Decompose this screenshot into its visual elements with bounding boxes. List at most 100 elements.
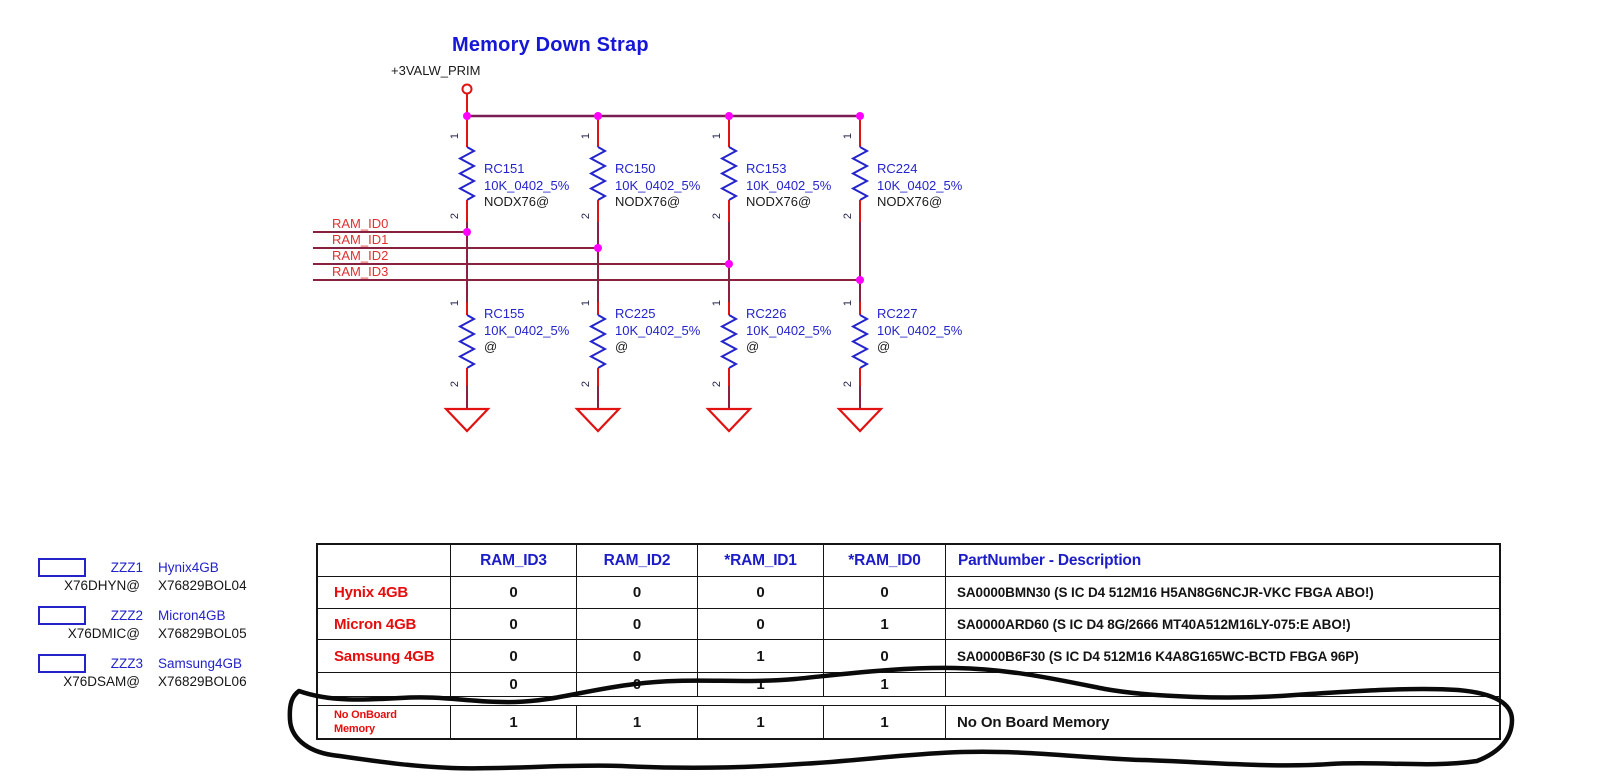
resistor-note: NODX76@ bbox=[746, 194, 812, 209]
table-row: 0 0 1 1 bbox=[318, 673, 1499, 697]
ram-id-strap-table: RAM_ID3 RAM_ID2 *RAM_ID1 *RAM_ID0 PartNu… bbox=[316, 543, 1501, 740]
resistor-label: RC155 10K_0402_5% @ bbox=[484, 306, 594, 356]
resistor-refdes: RC153 bbox=[746, 161, 787, 176]
ground-icon bbox=[705, 407, 753, 433]
resistor-value: 10K_0402_5% bbox=[484, 177, 570, 193]
pin-number: 1 bbox=[711, 133, 723, 139]
component-box-icon bbox=[38, 606, 86, 625]
junction-dot bbox=[463, 112, 471, 120]
cell-value: 1 bbox=[824, 673, 946, 696]
legend-ref-part: X76DMIC@ bbox=[67, 626, 140, 641]
column-header: PartNumber - Description bbox=[958, 551, 1141, 569]
cell-value: 0 bbox=[577, 577, 698, 608]
net-label-ram-id2: RAM_ID2 bbox=[332, 248, 389, 263]
resistor-refdes: RC224 bbox=[877, 161, 918, 176]
pin-number: 2 bbox=[711, 213, 723, 219]
legend-ref-part: X76DSAM@ bbox=[63, 674, 140, 689]
junction-dot bbox=[463, 228, 471, 236]
resistor-symbol bbox=[850, 146, 870, 201]
table-row: Hynix 4GB 0 0 0 0 SA0000BMN30 (S IC D4 5… bbox=[318, 577, 1499, 609]
pin-number: 1 bbox=[842, 133, 854, 139]
legend-part-number: X76829BOL04 bbox=[158, 578, 247, 593]
resistor-column-3: 1 2 1 2 bbox=[705, 112, 753, 433]
cell-value: 0 bbox=[577, 640, 698, 672]
cell-description: SA0000ARD60 (S IC D4 8G/2666 MT40A512M16… bbox=[957, 616, 1351, 632]
junction-dot bbox=[594, 244, 602, 252]
resistor-label: RC151 10K_0402_5% NODX76@ bbox=[484, 161, 594, 211]
cell-value: 1 bbox=[824, 609, 946, 639]
resistor-refdes: RC151 bbox=[484, 161, 525, 176]
net-label-ram-id3: RAM_ID3 bbox=[332, 264, 389, 279]
cell-description: No On Board Memory bbox=[957, 713, 1110, 731]
cell-value: 1 bbox=[577, 706, 698, 738]
resistor-value: 10K_0402_5% bbox=[615, 322, 701, 338]
resistor-note: NODX76@ bbox=[615, 194, 681, 209]
legend-refdes: ZZZ3 bbox=[110, 656, 143, 671]
resistor-symbol bbox=[850, 314, 870, 369]
resistor-refdes: RC150 bbox=[615, 161, 656, 176]
pin-number: 1 bbox=[580, 133, 592, 139]
row-label: Micron 4GB bbox=[318, 609, 451, 639]
resistor-column-1: 1 2 1 2 bbox=[443, 112, 491, 433]
component-box-icon bbox=[38, 558, 86, 577]
resistor-symbol bbox=[719, 314, 739, 369]
resistor-value: 10K_0402_5% bbox=[746, 322, 832, 338]
row-label-line: Memory bbox=[334, 723, 375, 735]
resistor-label: RC227 10K_0402_5% @ bbox=[877, 306, 987, 356]
cell-value: 0 bbox=[577, 609, 698, 639]
resistor-symbol bbox=[588, 146, 608, 201]
pin-number: 2 bbox=[449, 381, 461, 387]
cell-description: SA0000B6F30 (S IC D4 512M16 K4A8G165WC-B… bbox=[957, 648, 1359, 664]
table-row: Micron 4GB 0 0 0 1 SA0000ARD60 (S IC D4 … bbox=[318, 609, 1499, 640]
cell-value: 1 bbox=[698, 706, 824, 738]
legend-part-number: X76829BOL06 bbox=[158, 674, 247, 689]
column-header: *RAM_ID0 bbox=[824, 545, 946, 576]
resistor-note: @ bbox=[746, 339, 760, 354]
resistor-column-4: 1 2 1 2 bbox=[836, 112, 884, 433]
ground-icon bbox=[443, 407, 491, 433]
junction-dot bbox=[725, 112, 733, 120]
row-label: Hynix 4GB bbox=[318, 577, 451, 608]
table-spacer-row bbox=[318, 697, 1499, 706]
legend-refdes: ZZZ1 bbox=[110, 560, 143, 575]
junction-dot bbox=[725, 260, 733, 268]
resistor-refdes: RC155 bbox=[484, 306, 525, 321]
pin-number: 1 bbox=[449, 133, 461, 139]
cell-value: 0 bbox=[698, 609, 824, 639]
resistor-symbol bbox=[588, 314, 608, 369]
pin-number: 1 bbox=[711, 300, 723, 306]
cell-description: SA0000BMN30 (S IC D4 512M16 H5AN8G6NCJR-… bbox=[957, 585, 1374, 600]
resistor-symbol bbox=[457, 146, 477, 201]
cell-value: 0 bbox=[577, 673, 698, 696]
resistor-value: 10K_0402_5% bbox=[615, 177, 701, 193]
resistor-refdes: RC225 bbox=[615, 306, 656, 321]
resistor-label: RC153 10K_0402_5% NODX76@ bbox=[746, 161, 856, 211]
cell-value: 1 bbox=[824, 706, 946, 738]
column-header: RAM_ID2 bbox=[577, 545, 698, 576]
resistor-label: RC225 10K_0402_5% @ bbox=[615, 306, 725, 356]
resistor-value: 10K_0402_5% bbox=[484, 322, 570, 338]
legend-refdes: ZZZ2 bbox=[110, 608, 143, 623]
junction-dot bbox=[594, 112, 602, 120]
column-header: *RAM_ID1 bbox=[698, 545, 824, 576]
resistor-value: 10K_0402_5% bbox=[746, 177, 832, 193]
row-label: No OnBoard Memory bbox=[318, 706, 451, 738]
cell-value: 0 bbox=[451, 609, 577, 639]
resistor-label: RC224 10K_0402_5% NODX76@ bbox=[877, 161, 987, 211]
table-corner-cell bbox=[318, 545, 451, 576]
cell-value: 1 bbox=[698, 640, 824, 672]
resistor-value: 10K_0402_5% bbox=[877, 177, 963, 193]
pin-number: 2 bbox=[580, 213, 592, 219]
legend-part-number: X76829BOL05 bbox=[158, 626, 247, 641]
legend-item: ZZZ2 Micron4GB X76DMIC@ X76829BOL05 bbox=[36, 605, 316, 645]
resistor-note: @ bbox=[484, 339, 498, 354]
resistor-note: NODX76@ bbox=[877, 194, 943, 209]
resistor-symbol bbox=[457, 314, 477, 369]
resistor-note: @ bbox=[877, 339, 891, 354]
cell-value: 1 bbox=[698, 673, 824, 696]
table-row: No OnBoard Memory 1 1 1 1 No On Board Me… bbox=[318, 706, 1499, 738]
pin-number: 1 bbox=[842, 300, 854, 306]
junction-dot bbox=[856, 276, 864, 284]
resistor-column-2: 1 2 1 2 bbox=[574, 112, 622, 433]
